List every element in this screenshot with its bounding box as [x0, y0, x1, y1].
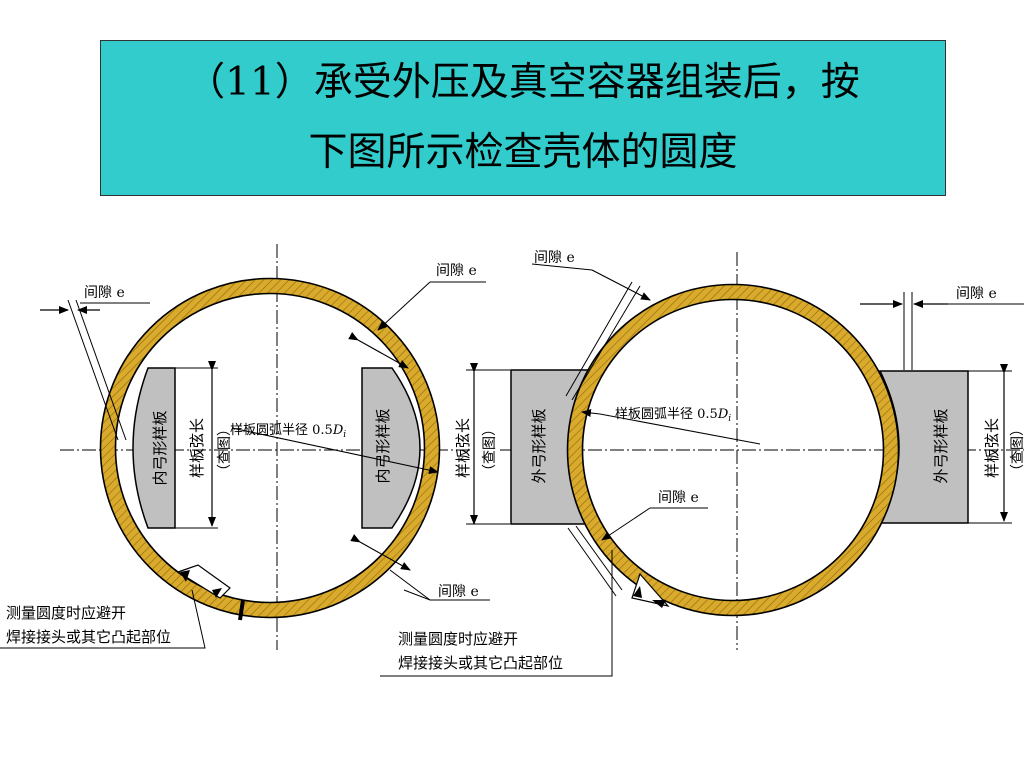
right-vessel: 外弓形样板 外弓形样板 样板弦长 （查图） 样板圆弧半径 0.5Di 间隙 e [380, 250, 1024, 677]
note-right-line2: 焊接接头或其它凸起部位 [398, 654, 563, 672]
lookup-label-3: （查图） [1010, 422, 1024, 478]
gap-label-2: 间隙 e [436, 263, 477, 279]
title-line-2: 下图所示检查壳体的圆度 [308, 130, 738, 175]
note-left-line2: 焊接接头或其它凸起部位 [6, 628, 171, 646]
chord-length-label-3: 样板弦长 [983, 418, 1001, 478]
left-vessel: 内弓形样板 样板弦长 （查图） 内弓形样板 样板圆弧半径 0.5Di 间隙 e … [0, 244, 490, 650]
gap-label-6: 间隙 e [658, 490, 699, 506]
inner-template-right [361, 367, 421, 529]
chord-length-label-2: 样板弦长 [454, 418, 472, 478]
inner-template-left-label: 内弓形样板 [151, 410, 169, 485]
title-line-1: （11）承受外压及真空容器组装后，按 [186, 60, 860, 105]
chord-length-label-1: 样板弦长 [188, 418, 206, 478]
lookup-label-2: （查图） [482, 422, 498, 478]
outer-template-left-label: 外弓形样板 [530, 408, 548, 483]
inner-template-left [132, 367, 176, 529]
gap-label-5: 间隙 e [956, 286, 997, 302]
radius-label-right: 样板圆弧半径 0.5Di [615, 407, 731, 424]
note-right-line1: 测量圆度时应避开 [398, 630, 518, 648]
radius-label-left: 样板圆弧半径 0.5Di [230, 423, 346, 440]
outer-template-right-label: 外弓形样板 [932, 408, 950, 483]
roundness-diagram: 内弓形样板 样板弦长 （查图） 内弓形样板 样板圆弧半径 0.5Di 间隙 e … [0, 244, 1024, 677]
inner-template-right-label: 内弓形样板 [374, 408, 392, 483]
gap-label-1: 间隙 e [84, 285, 125, 301]
middle-chord-dimension: 样板弦长 （查图） [454, 363, 510, 525]
title-box: （11）承受外压及真空容器组装后，按 下图所示检查壳体的圆度 [100, 40, 946, 196]
right-shell-ring [567, 284, 899, 616]
left-shell-ring [100, 278, 440, 618]
lookup-label-1: （查图） [217, 422, 233, 478]
gap-label-3: 间隙 e [438, 584, 479, 600]
note-left-line1: 测量圆度时应避开 [6, 604, 126, 622]
right-weld-bump [631, 572, 670, 607]
gap-label-4: 间隙 e [534, 250, 575, 266]
